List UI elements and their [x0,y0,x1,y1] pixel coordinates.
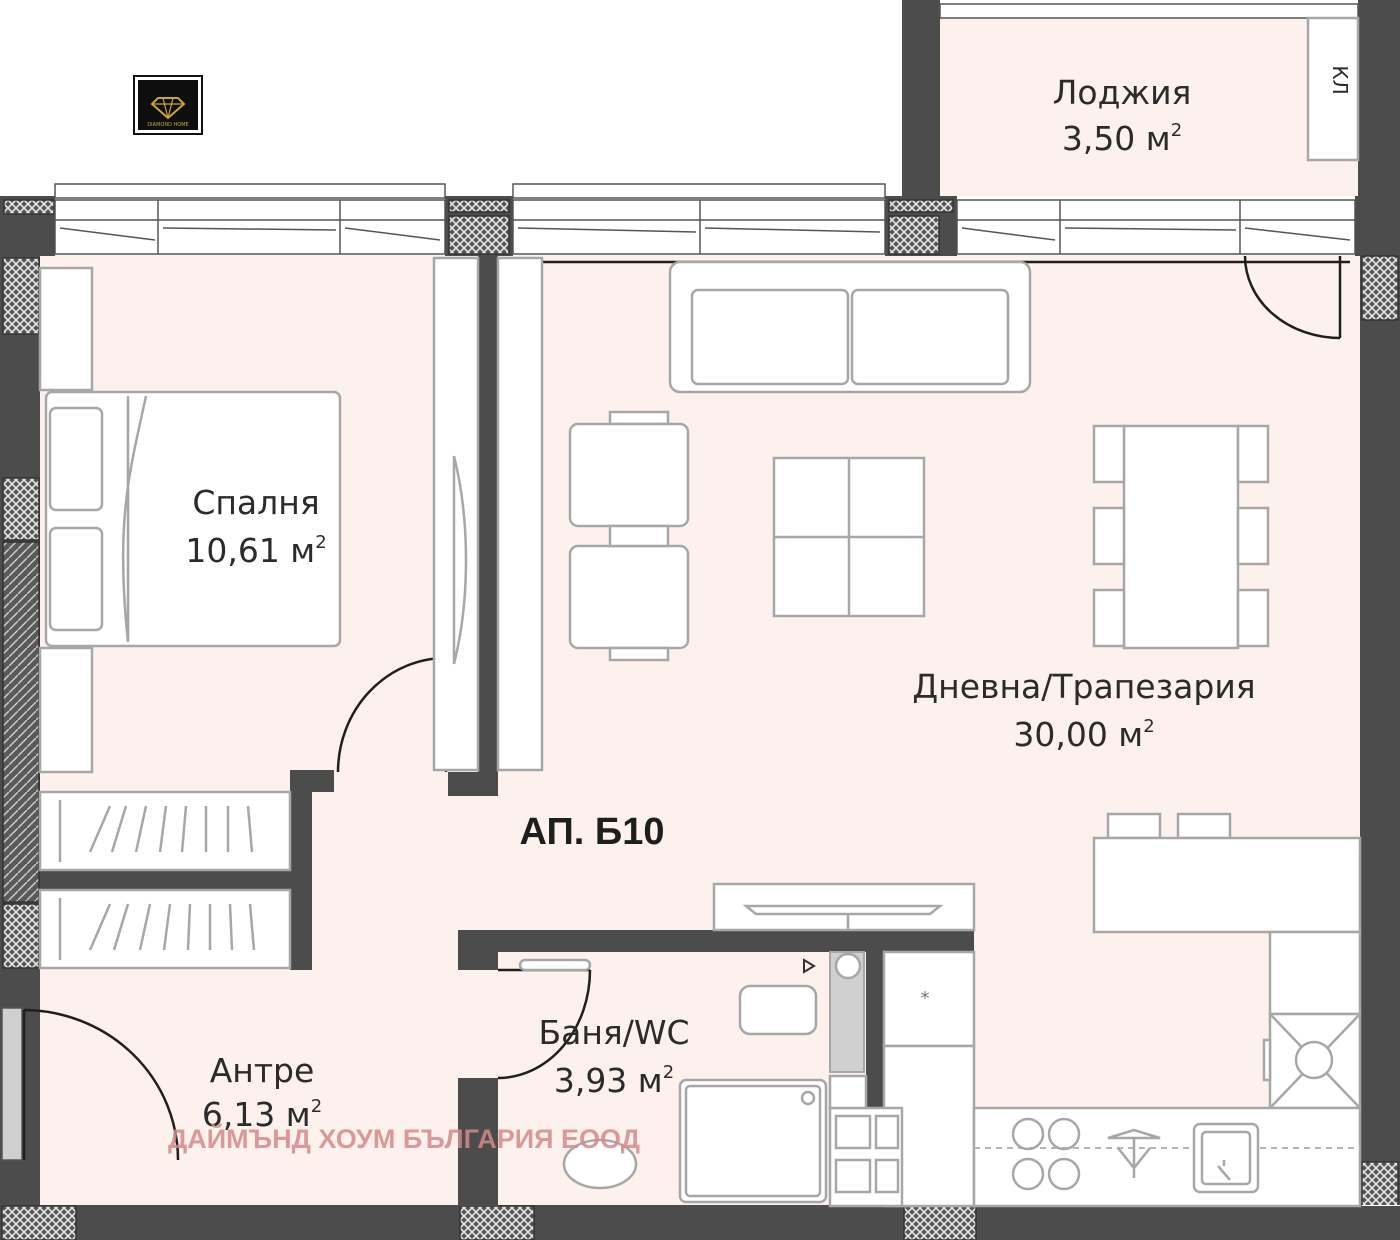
loggia-details: КЛ [1306,16,1360,162]
svg-text:*: * [921,988,930,1009]
room-labels: Лоджия 3,50 м2 Спалня 10,61 м2 Дневна/Тр… [185,73,1255,1134]
room-area-loggia: 3,50 м2 [1062,119,1182,158]
company-watermark: ДАЙМЪНД ХОУМ БЪЛГАРИЯ ЕООД [168,1123,640,1154]
room-name-bedroom: Спалня [192,483,319,522]
interior-walls [40,256,974,1206]
room-name-loggia: Лоджия [1053,73,1192,112]
ac-unit-label: КЛ [1328,65,1352,94]
room-name-bath: Баня/WC [538,1013,689,1052]
room-area-living: 30,00 м2 [1013,715,1154,754]
bathroom-fixtures [518,951,904,1208]
room-name-hall: Антре [210,1051,315,1090]
room-area-hall: 6,13 м2 [202,1095,322,1134]
room-area-bedroom: 10,61 м2 [185,531,326,570]
bedroom-furniture [38,256,544,970]
room-name-living: Дневна/Трапезария [912,667,1255,706]
logo-text: DIAMOND HOME [147,122,188,128]
room-area-bath: 3,93 м2 [554,1061,674,1100]
apartment-title: АП. Б10 [520,811,665,853]
company-logo: DIAMOND HOME [133,75,203,135]
living-furniture [568,260,1270,662]
